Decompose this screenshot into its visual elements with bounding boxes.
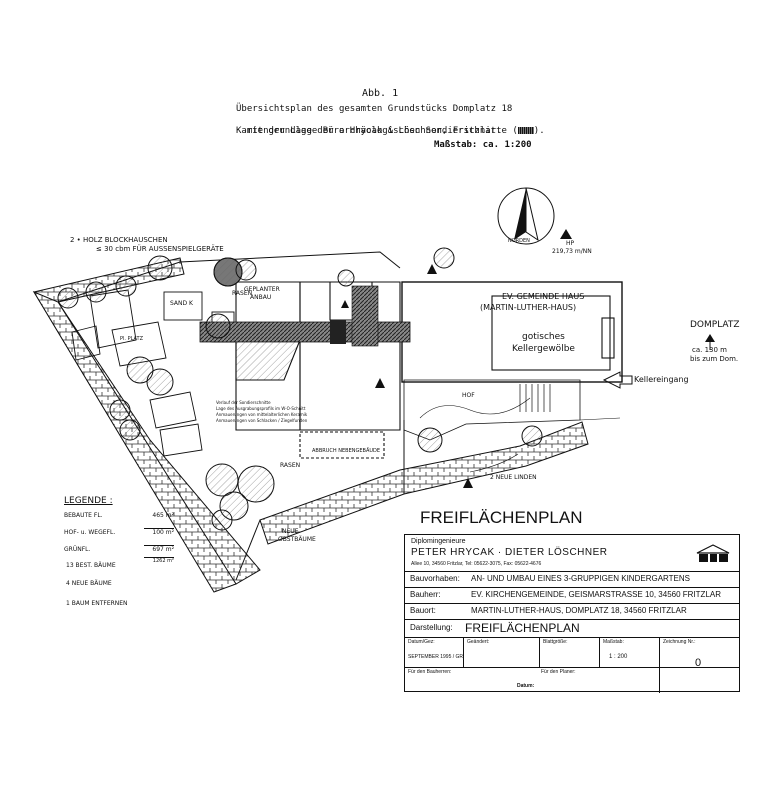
office-logo xyxy=(696,544,730,562)
legend-note: 1 BAUM ENTFERNEN xyxy=(66,600,128,607)
legend-total: 1262 m² xyxy=(152,558,174,564)
domplatz-arrow xyxy=(705,334,715,350)
legend-rows: BEBAUTE FL. 465 m² HOF- u. WEGEFL. 100 m… xyxy=(64,512,174,564)
label-ev-haus-1: EV. GEMEINDE HAUS xyxy=(502,292,585,301)
office-role: Diplomingenieure xyxy=(411,538,466,545)
office-header: Diplomingenieure PETER HRYCAK · DIETER L… xyxy=(405,535,739,572)
tb-small-header: Blattgröße: xyxy=(543,639,568,645)
buildings xyxy=(235,281,623,459)
trees xyxy=(57,247,543,531)
tb-value: AN- UND UMBAU EINES 3-GRUPPIGEN KINDERGA… xyxy=(471,574,690,583)
label-gotisch-1: gotisches xyxy=(522,332,565,342)
label-abbruch: ABBRUCH NEBENGEBÄUDE xyxy=(312,448,381,454)
label-anbau: ANBAU xyxy=(250,294,272,301)
tb-fuer-bauherren: Für den Bauherren: xyxy=(408,669,452,675)
legende-small-4: Anmauerungen von Schlacken / Ziegelfunde… xyxy=(216,418,308,423)
legend-row: GRÜNFL. 697 m² xyxy=(64,546,174,558)
label-hof: HOF xyxy=(462,392,475,399)
tb-fuer-planer: Für den Planer: xyxy=(541,669,576,675)
triangle-markers xyxy=(341,264,473,488)
label-ev-haus-2: (MARTIN-LUTHER-HAUS) xyxy=(480,303,577,312)
label-obst-2: OBSTBÄUME xyxy=(278,536,316,543)
figure-label: Abb. 1 xyxy=(362,88,399,99)
tb-drawing-no: 0 xyxy=(695,657,702,669)
tb-key: Bauort: xyxy=(410,606,436,615)
sondierschnitt xyxy=(199,285,411,347)
plan-heading: FREIFLÄCHENPLAN xyxy=(420,508,583,527)
tb-key: Bauherr: xyxy=(410,590,441,599)
label-geplanter: GEPLANTER xyxy=(244,286,280,293)
boundary-wall xyxy=(32,257,589,593)
label-domplatz-dist-2: bis zum Dom. xyxy=(690,355,739,363)
north-arrow xyxy=(497,187,572,245)
legende-small-2: Lage des Ausgrabungsprofils im W-O-Schni… xyxy=(216,406,306,411)
tb-datum-value: SEPTEMBER 1995 / GR xyxy=(408,654,464,660)
office-address: Allee 10, 34560 Fritzlar, Tel: 05622-307… xyxy=(411,561,542,567)
caption-line-2-text: mit der Lage der archäologischen Sondier… xyxy=(246,126,518,136)
tb-row: Bauort: MARTIN-LUTHER-HAUS, DOMPLATZ 18,… xyxy=(405,603,739,620)
tb-value: MARTIN-LUTHER-HAUS, DOMPLATZ 18, 34560 F… xyxy=(471,606,687,615)
label-blockhaus-2: ≤ 30 cbm FÜR AUSSENSPIELGERÄTE xyxy=(96,245,224,253)
legend-title: LEGENDE : xyxy=(64,496,113,506)
tb-scale-value: 1 : 200 xyxy=(609,654,628,660)
label-domplatz: DOMPLATZ xyxy=(690,320,740,330)
legend-note: 13 BEST. BÄUME xyxy=(66,562,116,569)
north-label: NORDEN xyxy=(508,238,530,244)
tb-value: EV. KIRCHENGEMEINDE, GEISMARSTRASSE 10, … xyxy=(471,590,721,599)
tb-row: Bauvorhaben: AN- UND UMBAU EINES 3-GRUPP… xyxy=(405,571,739,588)
tb-darstellung-key: Darstellung: xyxy=(410,623,453,632)
legende-small-3: Anmauerungen von mittelalterlichen Keram… xyxy=(216,412,308,417)
caption-line-2-end: ). xyxy=(533,126,545,136)
hp-label: HP xyxy=(566,240,575,247)
legende-small-1: Verlauf der Sondierschnitte xyxy=(216,400,271,405)
tb-key: Bauvorhaben: xyxy=(410,574,460,583)
tb-small-header: Maßstab: xyxy=(603,639,624,645)
tb-darstellung-row: Darstellung: FREIFLÄCHENPLAN xyxy=(405,619,739,638)
label-rasen-top: RASEN xyxy=(232,290,253,297)
label-kellereingang: Kellereingang xyxy=(634,375,689,384)
legend-row-label: HOF- u. WEGEFL. xyxy=(64,529,116,536)
label-blockhaus-1: 2 • HOLZ BLOCKHAUSCHEN xyxy=(70,236,168,244)
tb-small-header: Zeichnung Nr.: xyxy=(663,639,696,645)
kellereingang-arrow xyxy=(602,371,633,389)
tb-row: Bauherr: EV. KIRCHENGEMEINDE, GEISMARSTR… xyxy=(405,587,739,604)
legend-row: BEBAUTE FL. 465 m² xyxy=(64,512,174,529)
title-block: Diplomingenieure PETER HRYCAK · DIETER L… xyxy=(404,534,740,693)
hatch-swatch xyxy=(517,127,534,134)
caption-line-3: Kartengrundlage Büro Hrycak & Löschner, … xyxy=(236,126,502,136)
legend-row: HOF- u. WEGEFL. 100 m² xyxy=(64,529,174,546)
tb-small-header: Geändert: xyxy=(467,639,490,645)
tb-darstellung-value: FREIFLÄCHENPLAN xyxy=(465,621,580,635)
tb-datum-bottom: Datum: xyxy=(517,683,535,689)
legend-row-label: BEBAUTE FL. xyxy=(64,512,103,519)
legend-row-label: GRÜNFL. xyxy=(64,546,91,553)
legend-note: 4 NEUE BÄUME xyxy=(66,580,112,587)
legend-row-value: 465 m² xyxy=(144,512,174,529)
label-linden: 2 NEUE LINDEN xyxy=(490,474,537,481)
height-point-marker xyxy=(560,229,572,239)
ground-lines xyxy=(419,397,621,473)
label-obst-1: NEUE xyxy=(282,528,299,535)
label-gotisch-2: Kellergewölbe xyxy=(512,344,575,354)
label-rasen-mid: RASEN xyxy=(280,462,301,469)
label-sandkasten: SAND K xyxy=(170,300,193,307)
caption-line-1: Übersichtsplan des gesamten Grundstücks … xyxy=(236,104,513,114)
legend-row-value: 697 m² xyxy=(144,546,174,558)
label-pl-platz: Pl. PLATZ xyxy=(120,336,144,342)
label-domplatz-dist-1: ca. 130 m xyxy=(692,346,727,354)
caption-line-2: mit der Lage der archäologischen Sondier… xyxy=(236,115,545,137)
tb-sign-row: Für den Bauherren: Für den Planer: Datum… xyxy=(405,667,739,691)
office-names: PETER HRYCAK · DIETER LÖSCHNER xyxy=(411,547,608,558)
scale-text: Maßstab: ca. 1:200 xyxy=(434,140,532,150)
tb-meta-grid: Datum/Gez: Geändert: Blattgröße: Maßstab… xyxy=(405,637,739,693)
legend-row-value: 100 m² xyxy=(144,529,174,546)
tb-small-header: Datum/Gez: xyxy=(408,639,435,645)
hp-value: 219,73 m/NN xyxy=(552,248,592,255)
